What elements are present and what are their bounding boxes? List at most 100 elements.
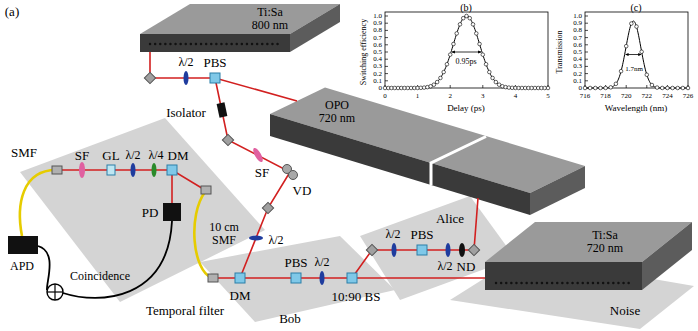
fiber-coupler [201, 186, 211, 194]
tick-label: 0.5 [373, 49, 382, 56]
component-label: PBS [203, 56, 226, 69]
tick-label: 0.9 [373, 20, 382, 27]
component-label: λ/4 [148, 149, 163, 161]
fit-curve [585, 21, 688, 88]
signal-cable [38, 246, 50, 290]
data-point [594, 86, 598, 90]
opo-side [530, 166, 585, 215]
laser-beam [352, 198, 478, 278]
single-mode-fiber [20, 170, 56, 236]
data-point [546, 86, 550, 90]
laser-box: OPO720 nm [316, 97, 359, 127]
axis-tick [646, 85, 647, 88]
data-point [435, 80, 439, 84]
data-point [494, 80, 498, 84]
fwhm-arrow [452, 52, 481, 53]
data-point [583, 86, 587, 90]
beam-splitter-cube [417, 245, 427, 255]
tick-label: 0.6 [373, 41, 382, 48]
half-wave-plate [249, 236, 263, 241]
data-point [686, 86, 690, 90]
region-name: Alice [436, 212, 464, 225]
mirror [222, 134, 233, 145]
single-mode-fiber [194, 192, 212, 278]
coincidence-symbol [47, 284, 63, 300]
data-point [481, 53, 485, 57]
axis-title: Wavelength (nm) [605, 104, 668, 113]
node-text: OPO [316, 99, 359, 112]
axis-tick [585, 52, 588, 53]
fwhm-arrow [626, 54, 642, 55]
beam-splitter-cube [291, 273, 301, 283]
inset-plot [583, 12, 690, 90]
component-label: λ/2 [178, 56, 193, 68]
fiber-coupler [208, 274, 218, 282]
axis-tick [385, 23, 388, 24]
beam-splitter-cube [347, 273, 357, 283]
component-label: λ/2 [125, 149, 140, 161]
data-point [604, 86, 608, 90]
data-point [624, 44, 628, 48]
node-text: 720 nm [584, 242, 627, 255]
axis-tick [385, 30, 388, 31]
tick-label: 716 [580, 93, 591, 100]
component-label: λ/2 [437, 260, 452, 272]
data-point [650, 83, 654, 87]
half-wave-plate [392, 243, 397, 257]
tick-label: 3 [481, 93, 485, 100]
node-text: 800 nm [249, 19, 292, 32]
axis-title: Switching efficiency [360, 19, 368, 85]
node-text: Ti:Sa [249, 6, 292, 19]
axis-tick [385, 73, 388, 74]
spectral-filter [251, 147, 264, 164]
tick-label: 720 [621, 93, 632, 100]
mirror [366, 244, 377, 255]
tick-label: 0.4 [573, 56, 582, 63]
plot-frame [385, 12, 548, 88]
laser-beam [215, 78, 290, 278]
data-point [448, 53, 452, 57]
tick-label: 0.7 [573, 34, 582, 41]
tick-label: 0.4 [373, 56, 382, 63]
region-name: Bob [279, 312, 301, 325]
spectral-filter [79, 162, 85, 178]
data-point [619, 69, 623, 73]
half-wave-plate [320, 271, 325, 285]
data-point [676, 86, 680, 90]
panel-letter: (a) [5, 5, 19, 18]
mirror [144, 72, 155, 83]
data-point [458, 23, 462, 27]
component-label: SF [255, 166, 269, 179]
tick-label: 0.9 [573, 20, 582, 27]
tick-label: 722 [642, 93, 653, 100]
laser-box: Ti:Sa800 nm [249, 4, 292, 34]
tick-label: 0.6 [573, 41, 582, 48]
node-text: Ti:Sa [584, 229, 627, 242]
axis-tick [385, 59, 388, 60]
region-name: Temporal filter [146, 304, 224, 317]
delay-retroreflector [289, 171, 298, 180]
axis-title: Delay (ps) [447, 104, 485, 113]
laser-vents [496, 282, 632, 284]
data-point [635, 25, 639, 29]
data-point [484, 62, 488, 66]
component-label: GL [102, 149, 119, 162]
tick-label: 0.8 [373, 27, 382, 34]
component-label: Isolator [166, 106, 206, 119]
tick-label: 0.1 [573, 77, 582, 84]
half-wave-plate [131, 163, 136, 177]
component-label: λ/2 [268, 234, 283, 246]
tick-label: 726 [683, 93, 694, 100]
fwhm-value: 1.7nm [625, 66, 643, 73]
axis-tick [385, 16, 388, 17]
beam-splitter-cube [210, 73, 220, 83]
axis-tick [585, 80, 588, 81]
data-point [468, 16, 472, 20]
laser-vents [150, 43, 280, 45]
photodiode [163, 203, 181, 221]
component-label: λ/2 [385, 228, 400, 240]
tick-label: 724 [662, 93, 673, 100]
tick-label: 0.8 [573, 27, 582, 34]
half-wave-plate [184, 71, 189, 85]
